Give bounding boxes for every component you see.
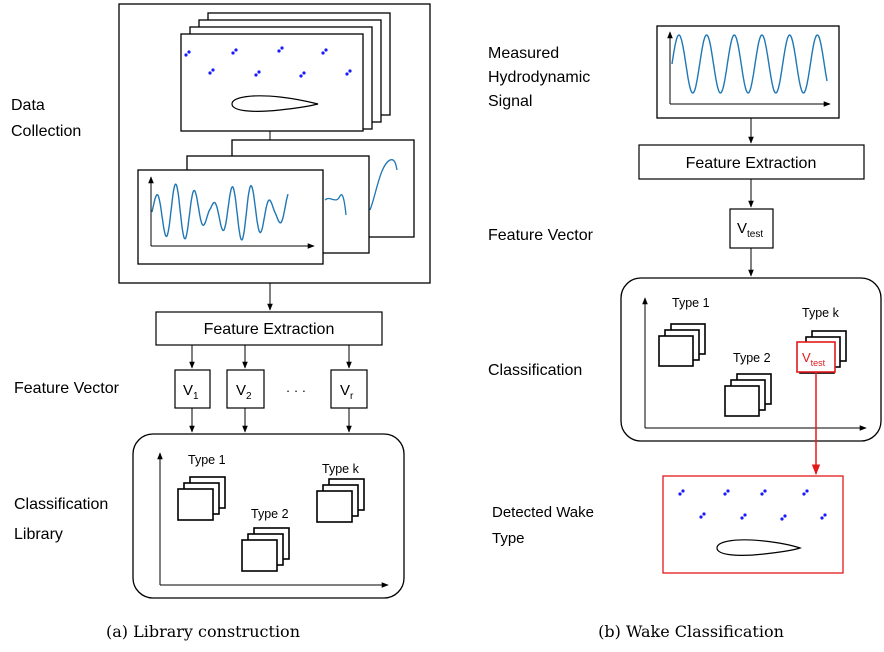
vortex-dot bbox=[345, 72, 349, 76]
vortex-dot bbox=[277, 49, 281, 53]
vortex-dot bbox=[743, 513, 747, 517]
library-type-k-label: Type k bbox=[322, 462, 360, 476]
vector-v2: V2 bbox=[226, 369, 265, 409]
data-collection-label-2: Collection bbox=[11, 123, 81, 140]
vector-vr: Vr bbox=[330, 369, 368, 409]
measured-label-3: Signal bbox=[488, 93, 532, 110]
vortex-dot bbox=[699, 515, 703, 519]
vortex-dot bbox=[763, 489, 767, 493]
vortex-dot bbox=[254, 73, 258, 77]
type-1-stack-box bbox=[658, 335, 694, 367]
signal-frame-stack bbox=[137, 139, 415, 265]
vortex-dots-a bbox=[184, 46, 352, 78]
vortex-dot bbox=[780, 517, 784, 521]
library-type-1-label: Type 1 bbox=[188, 453, 226, 467]
detected-label-1: Detected Wake bbox=[492, 504, 594, 521]
vortex-dot bbox=[678, 492, 682, 496]
vector-v1: V1 bbox=[174, 369, 211, 409]
vortex-dot bbox=[348, 69, 352, 73]
vortex-dot bbox=[257, 70, 261, 74]
classification-library-label-2: Library bbox=[14, 526, 63, 543]
feature-extraction-label-b: Feature Extraction bbox=[686, 155, 817, 172]
feature-vector-label-b: Feature Vector bbox=[488, 227, 594, 244]
data-collection-label-1: Data bbox=[11, 97, 45, 114]
vtest-vector: Vtest bbox=[729, 208, 774, 249]
vortex-dot bbox=[760, 492, 764, 496]
type-k-stack-box bbox=[316, 490, 353, 523]
vortex-dot bbox=[280, 46, 284, 50]
class-type-1-label: Type 1 bbox=[672, 296, 710, 310]
vortex-dot bbox=[324, 48, 328, 52]
feature-extraction-label-a: Feature Extraction bbox=[204, 321, 335, 338]
vortex-dot bbox=[208, 71, 212, 75]
vortex-dot bbox=[231, 51, 235, 55]
type-1-stack-box bbox=[177, 488, 214, 521]
detected-label-2: Type bbox=[492, 530, 525, 547]
vortex-dot bbox=[187, 50, 191, 54]
feature-extraction-box-a bbox=[155, 311, 383, 346]
vortex-dot bbox=[740, 516, 744, 520]
measured-label-1: Measured bbox=[488, 45, 559, 62]
vortex-dot bbox=[211, 68, 215, 72]
signal-frame-front bbox=[137, 169, 324, 265]
type-2-stack-box bbox=[724, 385, 760, 417]
vortex-dot bbox=[681, 489, 685, 493]
svg-text:Vtest: Vtest bbox=[737, 220, 763, 240]
vortex-dot bbox=[702, 512, 706, 516]
panel-b: Measured Hydrodynamic Signal Feature Ext… bbox=[488, 25, 882, 641]
measured-signal-trace bbox=[671, 34, 828, 94]
vector-ellipsis: · · · bbox=[286, 383, 306, 398]
vortex-dot bbox=[302, 71, 306, 75]
classification-label-b: Classification bbox=[488, 362, 582, 379]
vortex-dot bbox=[820, 516, 824, 520]
vortex-dot bbox=[723, 492, 727, 496]
signal-trace-a bbox=[151, 183, 289, 241]
wake-frame-stack bbox=[180, 12, 391, 132]
class-type-2-label: Type 2 bbox=[733, 351, 771, 365]
svg-text:Vr: Vr bbox=[340, 382, 354, 402]
caption-b: (b) Wake Classification bbox=[598, 622, 784, 641]
svg-text:Vtest: Vtest bbox=[802, 350, 826, 368]
feature-vector-label-a: Feature Vector bbox=[14, 380, 120, 397]
vtest-highlight: Vtest bbox=[796, 341, 836, 373]
library-type-2-label: Type 2 bbox=[251, 507, 289, 521]
vortex-dot bbox=[184, 53, 188, 57]
panel-a: Data Collection Feature Extraction Featu… bbox=[11, 3, 431, 641]
detected-wake-box bbox=[662, 475, 844, 574]
measured-label-2: Hydrodynamic bbox=[488, 69, 590, 86]
vortex-dots-b bbox=[678, 489, 827, 521]
vortex-dot bbox=[783, 514, 787, 518]
type-2-stack-box bbox=[241, 539, 278, 572]
vortex-dot bbox=[802, 492, 806, 496]
vortex-dot bbox=[321, 51, 325, 55]
airfoil-shape bbox=[231, 95, 319, 112]
classification-library-box bbox=[132, 433, 405, 599]
svg-text:V1: V1 bbox=[183, 382, 199, 402]
classification-library-label-1: Classification bbox=[14, 496, 108, 513]
vortex-dot bbox=[726, 489, 730, 493]
class-type-k-label: Type k bbox=[802, 306, 840, 320]
library-type-stacks bbox=[177, 476, 365, 572]
vortex-dot bbox=[234, 48, 238, 52]
wake-frame-front bbox=[180, 33, 364, 132]
svg-text:V2: V2 bbox=[236, 382, 252, 402]
caption-a: (a) Library construction bbox=[106, 622, 300, 641]
vortex-dot bbox=[823, 513, 827, 517]
vortex-dot bbox=[805, 489, 809, 493]
detected-airfoil-shape bbox=[716, 539, 802, 556]
vortex-dot bbox=[299, 74, 303, 78]
